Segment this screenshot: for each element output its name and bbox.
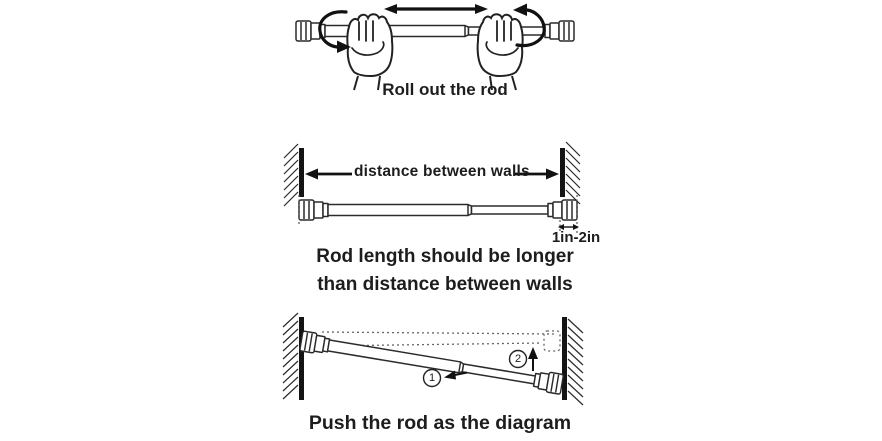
distance-between-walls-label: distance between walls bbox=[354, 163, 530, 180]
panel-push-art bbox=[282, 312, 584, 406]
right-wall bbox=[560, 141, 581, 205]
left-wall bbox=[283, 143, 304, 207]
left-wall bbox=[282, 312, 304, 400]
left-hand bbox=[346, 13, 394, 91]
caption-rod-length-line2: than distance between walls bbox=[317, 274, 573, 295]
extend-arrow bbox=[384, 4, 488, 14]
wall-hatching bbox=[283, 143, 299, 207]
panel-length-art bbox=[283, 141, 581, 233]
caption-rod-length: Rod length should be longer than distanc… bbox=[278, 243, 612, 299]
distance-arrow-left bbox=[305, 168, 352, 180]
wall-hatching bbox=[565, 141, 581, 205]
step1-circle bbox=[422, 368, 442, 388]
rotate-arrow-left bbox=[318, 10, 351, 53]
overhang-dimension-label: 1in-2in bbox=[551, 229, 601, 246]
rod bbox=[295, 20, 575, 42]
right-wall bbox=[562, 317, 584, 406]
rod bbox=[298, 199, 578, 221]
caption-push-rod: Push the rod as the diagram bbox=[308, 412, 572, 434]
caption-rod-length-line1: Rod length should be longer bbox=[316, 246, 574, 267]
step-1-number: 1 bbox=[428, 372, 436, 384]
step2-circle bbox=[508, 349, 528, 369]
rotate-arrow-right bbox=[513, 3, 546, 48]
caption-roll-out: Roll out the rod bbox=[382, 80, 508, 99]
wall-hatching bbox=[567, 318, 584, 406]
wall-hatching bbox=[282, 312, 299, 400]
lift-arrow bbox=[528, 347, 538, 371]
panel-roll-art bbox=[295, 3, 575, 91]
step-2-number: 2 bbox=[514, 353, 522, 365]
push-arrow bbox=[444, 370, 468, 380]
right-hand bbox=[476, 13, 524, 91]
distance-arrow-right bbox=[514, 168, 559, 180]
dimension-arrow bbox=[558, 224, 579, 230]
